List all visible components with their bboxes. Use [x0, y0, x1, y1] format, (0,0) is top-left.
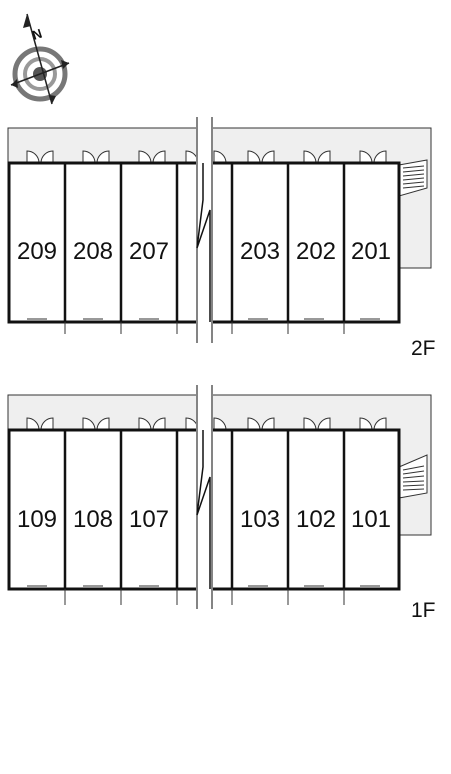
unit-label: 108: [73, 506, 113, 533]
windows-2f: [27, 318, 380, 334]
break-line-2f: [196, 117, 213, 343]
compass-north-label: N: [30, 26, 44, 43]
unit-label: 107: [129, 506, 169, 533]
unit-label: 202: [296, 238, 336, 265]
unit-label: 203: [240, 238, 280, 265]
unit-label: 201: [351, 238, 391, 265]
floor-1f: 109 108 107 103 102 101 1F: [7, 385, 436, 622]
windows-1f: [27, 585, 380, 605]
unit-label: 209: [17, 238, 57, 265]
doors-2f: [26, 150, 387, 164]
floor-label: 1F: [411, 599, 436, 622]
floor-2f: 209 208 207 203 202 201 2F: [7, 117, 436, 360]
unit-label: 208: [73, 238, 113, 265]
unit-label: 207: [129, 238, 169, 265]
stair-2f: [398, 159, 428, 197]
break-line-1f: [196, 385, 213, 609]
unit-label: 109: [17, 506, 57, 533]
unit-label: 102: [296, 506, 336, 533]
compass-rose-icon: N: [10, 13, 70, 105]
unit-label: 101: [351, 506, 391, 533]
floor-label: 2F: [411, 337, 436, 360]
unit-label: 103: [240, 506, 280, 533]
